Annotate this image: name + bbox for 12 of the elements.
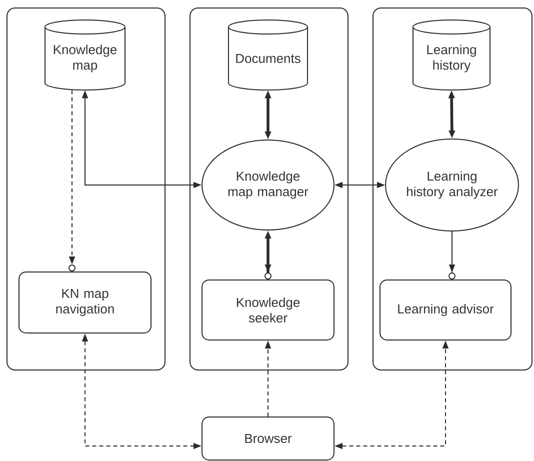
database-cylinder: Learning history — [412, 20, 490, 90]
rounded-panel — [372, 8, 532, 370]
arrow — [448, 231, 456, 280]
process-box: Browser — [202, 416, 334, 460]
process-box: Learning advisor — [380, 280, 512, 340]
database-cylinder: Documents — [228, 20, 308, 90]
process-box: KN map navigation — [18, 272, 152, 334]
dashed-arrow — [68, 90, 76, 272]
database-cylinder: Knowledge map — [44, 20, 126, 90]
rounded-panel — [190, 8, 348, 370]
rounded-panel — [6, 8, 166, 370]
process-box: Knowledge seeker — [202, 280, 334, 340]
